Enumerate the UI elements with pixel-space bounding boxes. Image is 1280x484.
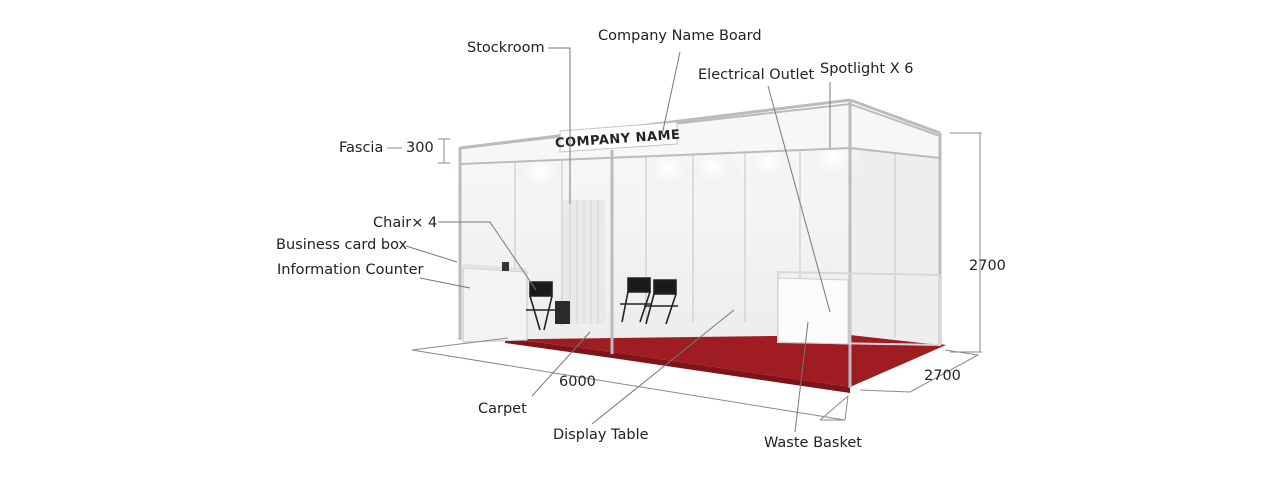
spotlight-glow <box>688 152 740 200</box>
dimension-lines <box>387 132 982 421</box>
company-name-board <box>559 121 678 153</box>
fascia-label: Fascia <box>339 140 384 156</box>
spotlight-label: Spotlight X 6 <box>820 61 914 77</box>
information-counter-label: Information Counter <box>277 262 424 278</box>
spotlight-glow <box>642 154 694 202</box>
display-table-label: Display Table <box>553 427 649 443</box>
fascia-height-value: 300 <box>406 140 434 156</box>
wall-height-value: 2700 <box>969 258 1006 274</box>
stockroom-label: Stockroom <box>467 40 545 56</box>
waste-basket-label: Waste Basket <box>764 435 862 451</box>
carpet-label: Carpet <box>478 401 527 417</box>
chair <box>644 279 678 325</box>
waste-basket <box>555 301 570 324</box>
fascia-side-rail <box>849 98 941 135</box>
leader-lines <box>405 47 831 433</box>
width-value: 6000 <box>559 374 596 390</box>
company-name-board-label: Company Name Board <box>598 28 762 44</box>
information-counter <box>462 267 528 343</box>
chair <box>620 277 652 323</box>
electrical-outlet-label: Electrical Outlet <box>698 67 815 83</box>
business-card-box <box>502 262 509 271</box>
carpet-front-strip <box>505 338 850 393</box>
chair <box>526 281 556 331</box>
spotlight-glow <box>512 158 568 206</box>
information-counter-top <box>463 264 527 272</box>
carpet <box>505 330 946 387</box>
chair-label: Chair× 4 <box>373 215 438 231</box>
spotlight-glow <box>744 148 796 196</box>
business-card-box-label: Business card box <box>276 237 408 253</box>
depth-value: 2700 <box>924 368 961 384</box>
display-table-front <box>777 277 849 345</box>
